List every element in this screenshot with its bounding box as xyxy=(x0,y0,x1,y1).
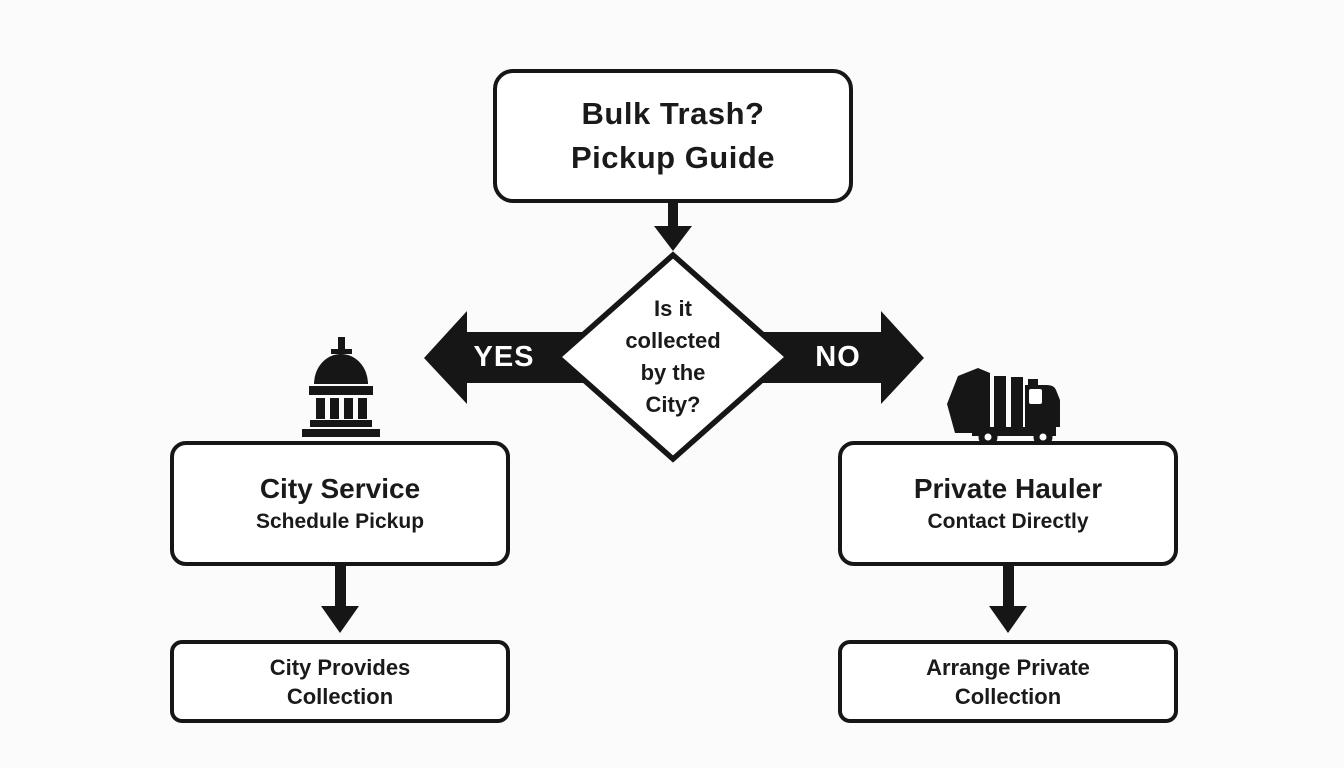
no-arrowhead-icon xyxy=(881,311,924,404)
city-provides-collection-node: City Provides Collection xyxy=(170,640,510,723)
outcome-line: City Provides xyxy=(269,654,411,680)
garbage-truck-icon xyxy=(947,368,1060,447)
arrange-private-collection-node: Arrange Private Collection xyxy=(838,640,1178,723)
decision-question-line: City? xyxy=(645,392,701,417)
yes-arrow-label: YES xyxy=(473,341,535,373)
node-title: Private Hauler xyxy=(913,472,1103,504)
private-hauler-node: Private Hauler Contact Directly xyxy=(838,441,1178,566)
city-service-node: City Service Schedule Pickup xyxy=(170,441,510,566)
decision-question-line: collected xyxy=(625,328,721,353)
title-to-decision-arrow-icon xyxy=(654,200,692,251)
no-arrow-label: NO xyxy=(815,341,861,373)
node-subtitle: Contact Directly xyxy=(927,509,1089,533)
yes-arrowhead-icon xyxy=(424,311,467,404)
title-line: Pickup Guide xyxy=(570,140,776,175)
node-subtitle: Schedule Pickup xyxy=(255,509,425,533)
title-node: Bulk Trash? Pickup Guide xyxy=(493,69,853,203)
outcome-line: Arrange Private xyxy=(926,654,1090,680)
no-outcome-arrow-icon xyxy=(989,566,1027,633)
node-title: City Service xyxy=(259,472,421,504)
outcome-line: Collection xyxy=(286,683,394,709)
outcome-line: Collection xyxy=(954,683,1062,709)
decision-question-line: by the xyxy=(640,360,706,385)
title-line: Bulk Trash? xyxy=(581,96,765,131)
decision-diamond xyxy=(553,251,793,463)
city-hall-icon xyxy=(302,337,380,437)
yes-outcome-arrow-icon xyxy=(321,566,359,633)
decision-question-line: Is it xyxy=(654,296,692,321)
decision-question-text: Is it collected by the City? xyxy=(573,293,773,421)
